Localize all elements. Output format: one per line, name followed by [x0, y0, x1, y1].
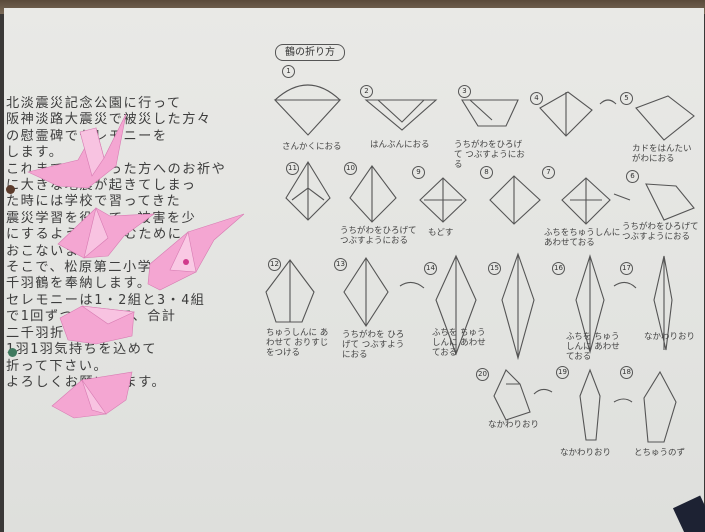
- crane-1: [28, 114, 126, 188]
- crane-3: [148, 214, 244, 290]
